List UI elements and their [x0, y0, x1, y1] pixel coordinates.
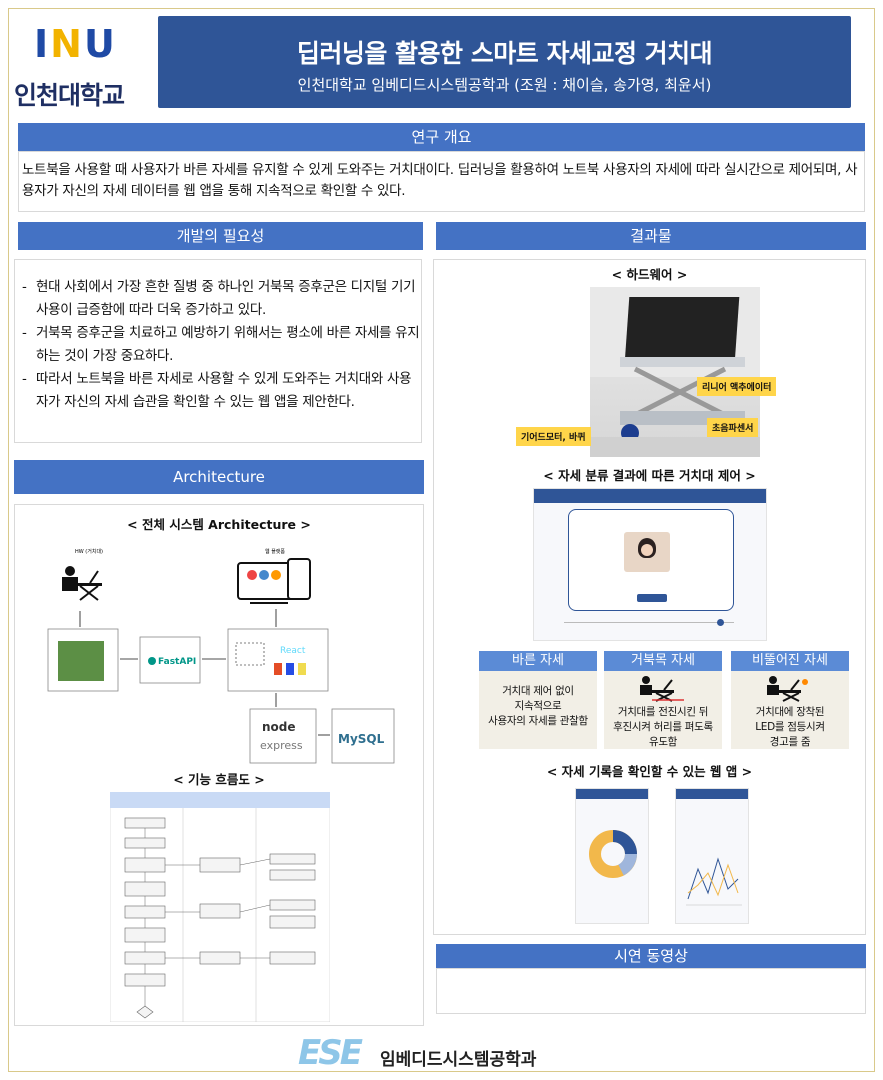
university-logo: INU 인천대학교	[14, 18, 152, 110]
webcam-preview	[624, 532, 670, 572]
express-label: express	[260, 739, 303, 752]
webapp-card	[568, 509, 734, 611]
node-express-node	[249, 708, 317, 764]
react-label: React	[280, 646, 306, 656]
posture-desc: 거치대에 장착된 LED를 점등시켜 경고를 줌	[755, 706, 825, 748]
line-chart-icon	[686, 857, 742, 906]
system-architecture-label: < 전체 시스템 Architecture >	[127, 517, 311, 532]
donut-chart-icon	[589, 830, 637, 878]
webapp-button[interactable]	[637, 594, 667, 602]
poster-subtitle: 인천대학교 임베디드시스템공학과 (조원 : 채이슬, 송가영, 최윤서)	[297, 76, 712, 94]
crooked-posture-icon	[767, 676, 808, 702]
turtle-neck-icon	[640, 676, 684, 702]
motor-tag: 기어드모터, 바퀴	[516, 427, 591, 446]
webapp-nav	[534, 489, 766, 503]
mysql-label: MySQL	[338, 732, 385, 746]
flow-chart-label: < 기능 흐름도 >	[173, 772, 265, 787]
person-laptop-icon	[62, 566, 102, 601]
posture-title: 거북목 자세	[604, 651, 722, 671]
function-flow-chart	[110, 792, 330, 1022]
monitor-icon	[237, 562, 295, 600]
department-name: 임베디드시스템공학과	[380, 1050, 537, 1070]
need-heading: 개발의 필요성	[18, 222, 423, 250]
mysql-node	[331, 708, 395, 764]
fastapi-label: FastAPI	[158, 657, 196, 667]
hw-node-label: HW (거치대)	[75, 548, 103, 555]
webapp-label: < 자세 기록을 확인할 수 있는 웹 앱 >	[546, 764, 753, 779]
web-node-label: 웹 플랫폼	[265, 548, 285, 555]
fastapi-node	[139, 636, 201, 684]
inu-logo-icon: INU	[34, 22, 117, 66]
posture-card-turtle: 거북목 자세 거치대를 전진시킨 뒤 후진시켜 허리를 펴도록 유도함	[604, 651, 722, 749]
poster-title: 딥러닝을 활용한 스마트 자세교정 거치대	[296, 39, 713, 68]
posture-card-crooked: 비뚤어진 자세 거치대에 장착된 LED를 점등시켜 경고를 줌	[731, 651, 849, 749]
overview-text: 노트북을 사용할 때 사용자가 바른 자세를 유지할 수 있게 도와주는 거치대…	[22, 162, 858, 199]
webapp-screenshot	[533, 488, 767, 641]
posture-desc: 거치대 제어 없이 지속적으로 사용자의 자세를 관찰함	[488, 685, 588, 727]
hardware-photo	[590, 287, 760, 457]
overview-box	[18, 151, 865, 212]
actuator-tag: 리니어 액추에이터	[697, 377, 777, 396]
phone-icon	[287, 558, 311, 600]
list-item: -거북목 증후군을 치료하고 예방하기 위해서는 평소에 바른 자세를 유지하는…	[22, 325, 420, 364]
record-screen-line	[675, 788, 749, 924]
poster-frame	[8, 8, 875, 1072]
sensor-tag: 초음파센서	[707, 418, 759, 437]
list-item: -현대 사회에서 가장 흔한 질병 중 하나인 거북목 증후군은 디지털 기기 …	[22, 279, 416, 318]
results-heading: 결과물	[436, 222, 866, 250]
need-list: -현대 사회에서 가장 흔한 질병 중 하나인 거북목 증후군은 디지털 기기 …	[22, 276, 422, 414]
demo-heading: 시연 동영상	[436, 944, 866, 968]
system-architecture-diagram: HW (거치대) 웹 플랫폼 FastAPI React node expres…	[47, 548, 395, 764]
demo-box	[436, 968, 866, 1014]
posture-title: 바른 자세	[479, 651, 597, 671]
posture-title: 비뚤어진 자세	[731, 651, 849, 671]
posture-card-good: 바른 자세 거치대 제어 없이 지속적으로 사용자의 자세를 관찰함	[479, 651, 597, 749]
list-item: -따라서 노트북을 바른 자세로 사용할 수 있게 도와주는 거치대와 사용자가…	[22, 371, 412, 410]
node-label: node	[262, 720, 296, 734]
posture-desc: 거치대를 전진시킨 뒤 후진시켜 허리를 펴도록 유도함	[613, 706, 713, 748]
ese-logo-icon: ESE	[298, 1033, 363, 1073]
architecture-heading: Architecture	[14, 460, 424, 494]
title-banner: 딥러닝을 활용한 스마트 자세교정 거치대 인천대학교 임베디드시스템공학과 (…	[158, 16, 851, 108]
university-name: 인천대학교	[14, 81, 125, 110]
control-label: < 자세 분류 결과에 따른 거치대 제어 >	[543, 468, 756, 483]
record-screen-donut	[575, 788, 649, 924]
overview-heading: 연구 개요	[18, 123, 865, 151]
need-box	[14, 259, 422, 443]
hardware-label: < 하드웨어 >	[611, 267, 688, 282]
